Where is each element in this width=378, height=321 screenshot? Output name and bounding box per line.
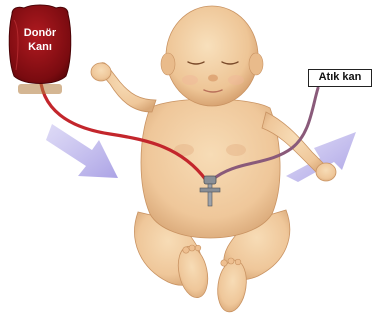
baby-head (161, 6, 263, 106)
waste-blood-label: Atık kan (308, 69, 372, 87)
donor-blood-label: Donör Kanı (16, 26, 64, 54)
baby-torso (141, 99, 280, 238)
baby-left-arm (91, 63, 156, 112)
